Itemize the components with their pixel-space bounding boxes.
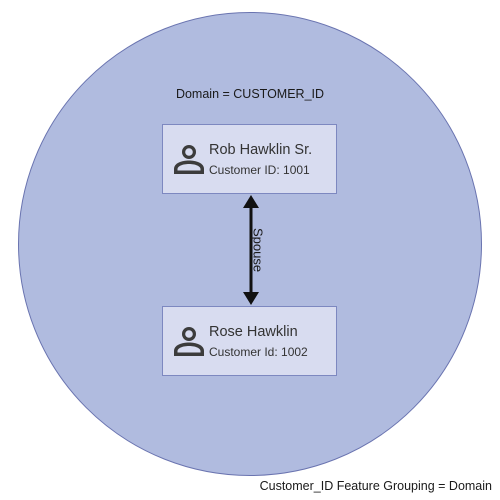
- spouse-connector-arrow: [243, 195, 259, 305]
- entity-card-rose-hawklin[interactable]: Rose Hawklin Customer Id: 1002: [162, 306, 337, 376]
- entity-name: Rose Hawklin: [209, 324, 298, 340]
- person-icon: [174, 327, 204, 356]
- footer-label: Customer_ID Feature Grouping = Domain: [259, 479, 492, 493]
- relationship-label: Spouse: [250, 227, 266, 273]
- entity-id: Customer Id: 1002: [209, 345, 308, 359]
- entity-card-rob-hawklin[interactable]: Rob Hawklin Sr. Customer ID: 1001: [162, 124, 337, 194]
- entity-id: Customer ID: 1001: [209, 163, 310, 177]
- domain-label: Domain = CUSTOMER_ID: [175, 87, 325, 101]
- entity-name: Rob Hawklin Sr.: [209, 142, 313, 158]
- person-icon: [174, 145, 204, 174]
